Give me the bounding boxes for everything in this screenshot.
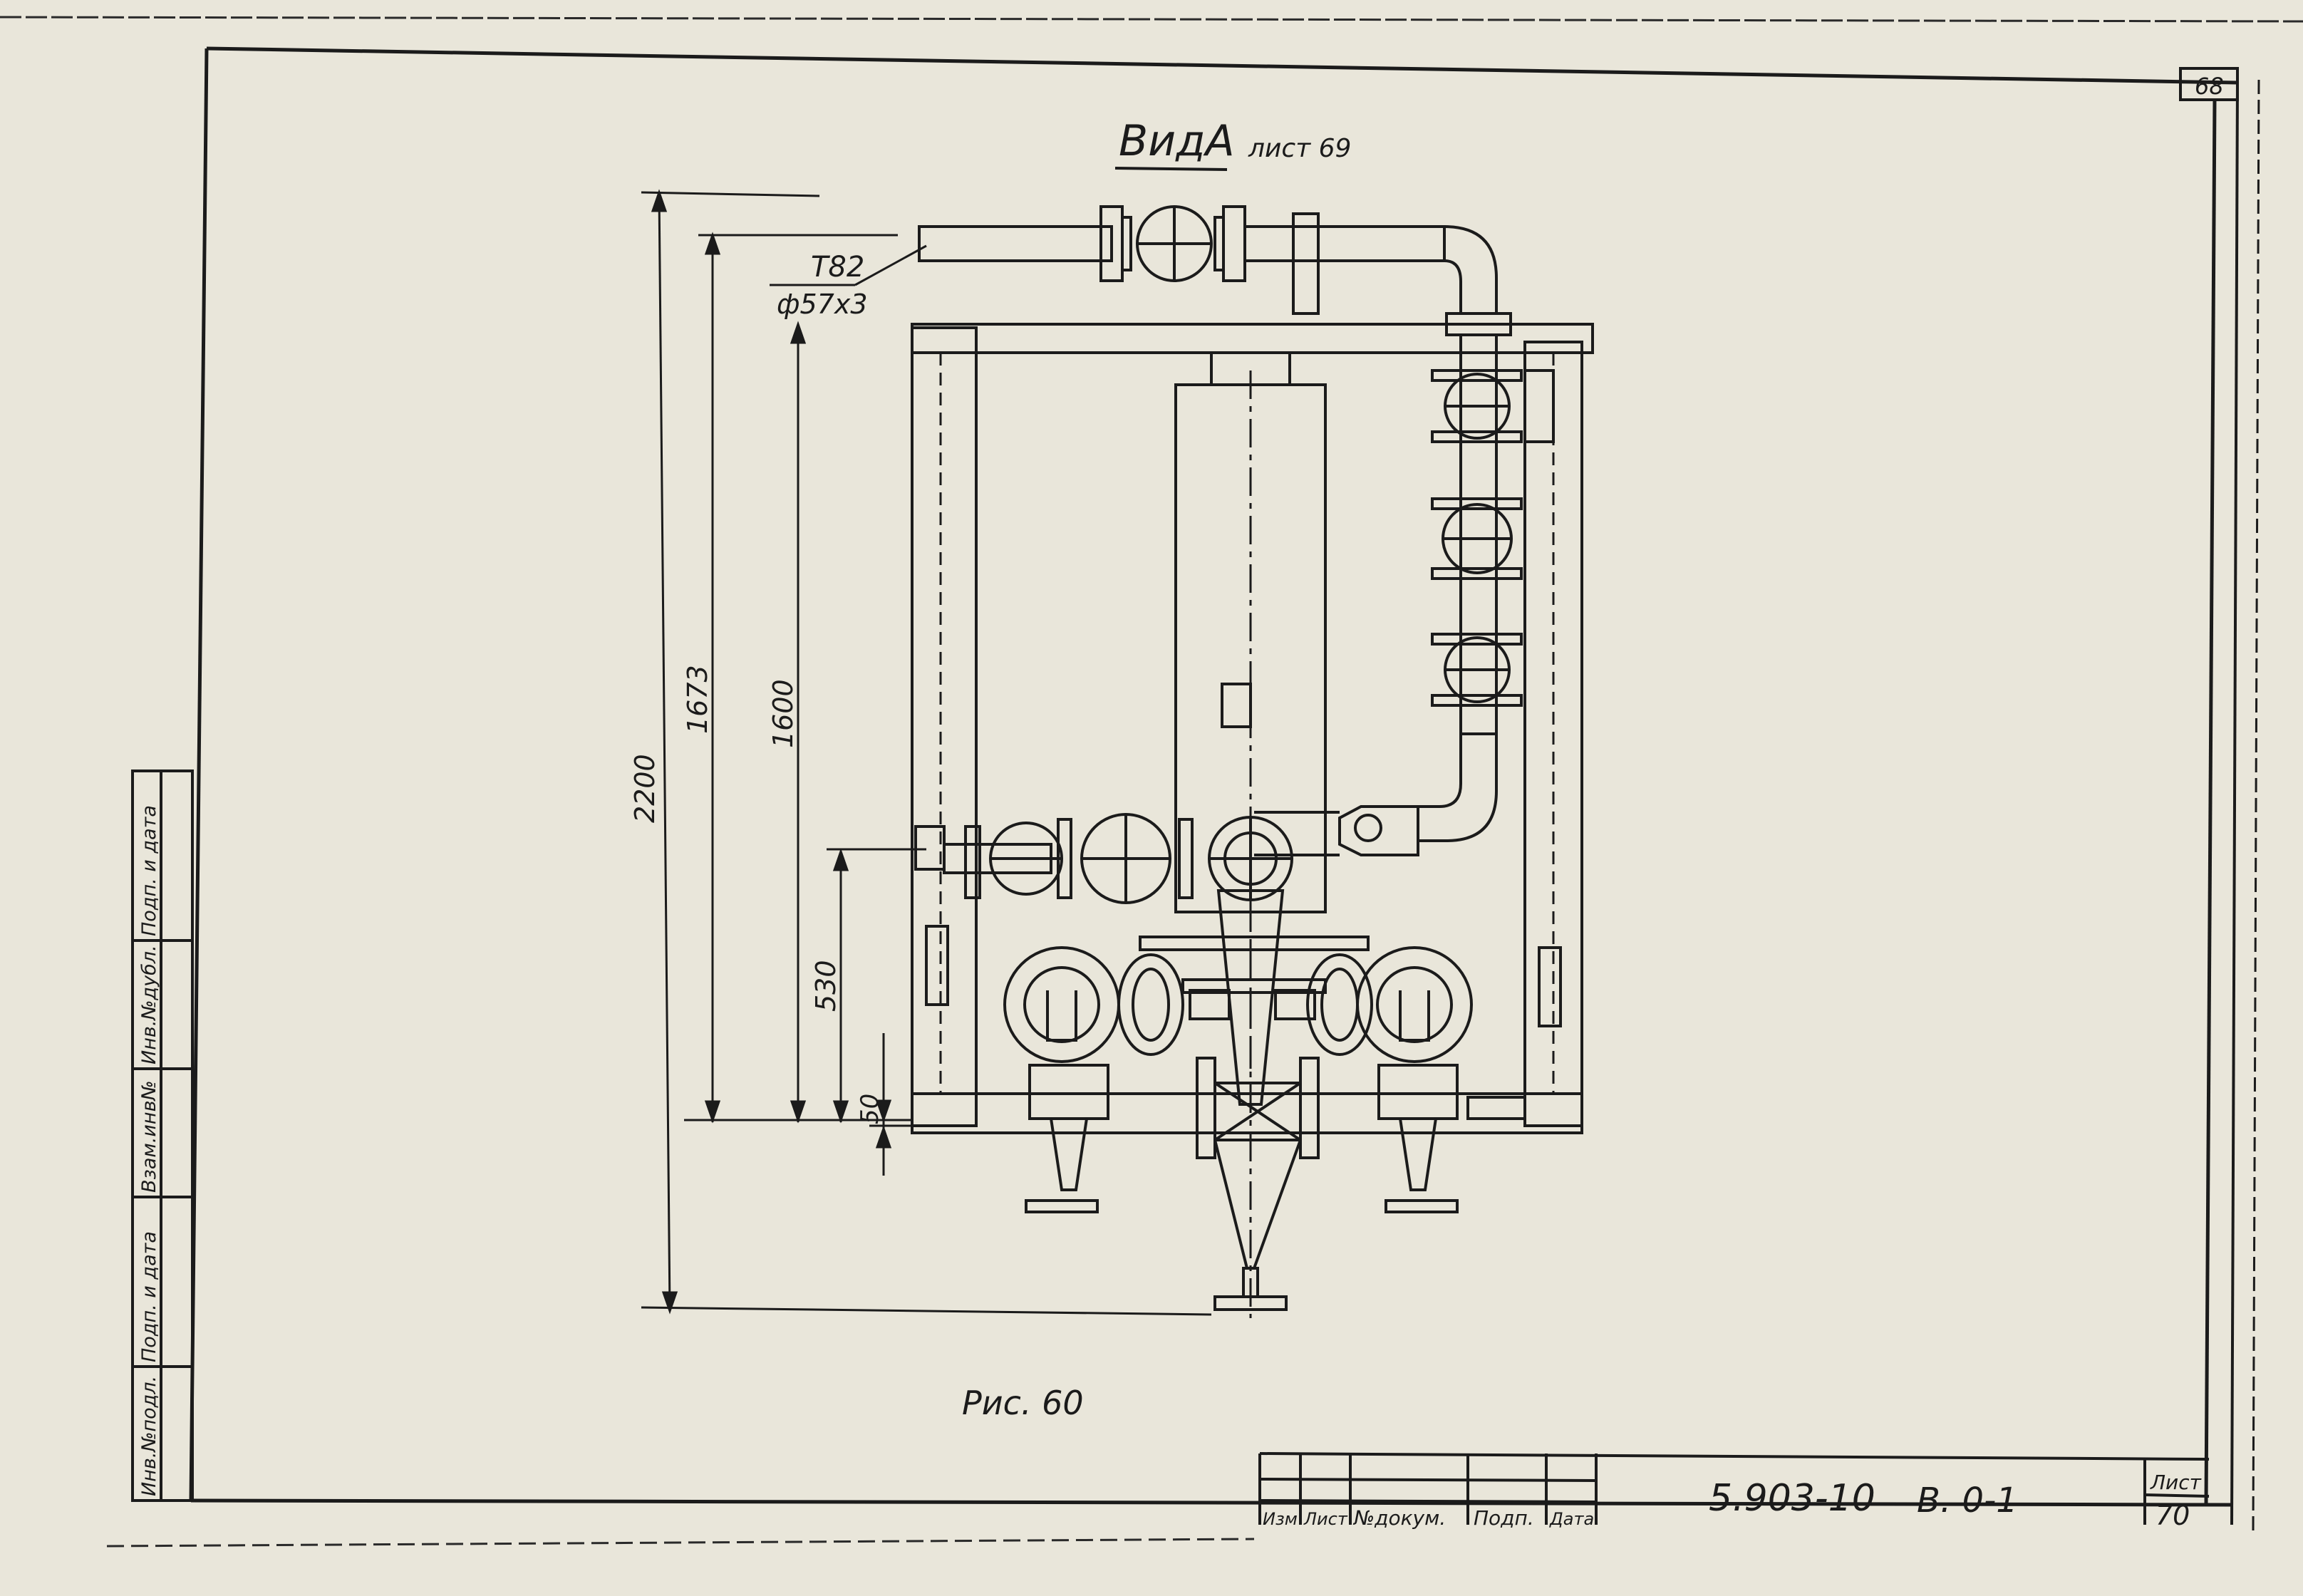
view-title-underline xyxy=(1114,167,1228,171)
dimension-530: 530 xyxy=(810,960,842,1012)
title-header-sheet: Лист xyxy=(1303,1509,1348,1529)
cyclone-cone xyxy=(1139,889,1370,1318)
dimension-lines xyxy=(641,189,1212,1316)
middle-valve-train xyxy=(914,813,1293,904)
copy-bottom-edge xyxy=(106,1538,1255,1548)
view-sheet-reference: лист 69 xyxy=(1248,134,1351,163)
corner-sheet-number: 68 xyxy=(2195,73,2224,100)
left-pump xyxy=(1003,946,1231,1213)
stamp-cell-inv-duplicate: Инв.№дубл. xyxy=(138,945,160,1064)
document-sheet-code: В. 0-1 xyxy=(1917,1481,2018,1520)
stamp-cell-sign-date-1: Подп. и дата xyxy=(138,1231,160,1362)
reducer-pipe xyxy=(1254,805,1419,856)
pipe-size: ф57х3 xyxy=(777,289,868,320)
view-title: ВидА xyxy=(1119,116,1235,166)
equipment-assembly xyxy=(911,205,1594,1318)
title-block xyxy=(1258,1452,2210,1525)
stamp-cell-inv-original: Инв.№подл. xyxy=(138,1376,160,1496)
right-valve-column xyxy=(1418,333,1555,842)
pipe-label: Т82 xyxy=(811,251,864,284)
title-header-signature: Подп. xyxy=(1474,1506,1534,1530)
stamp-cell-replaced-inv: Взам.инв№ xyxy=(138,1080,160,1193)
title-header-date: Дата xyxy=(1549,1509,1594,1529)
dimension-1673: 1673 xyxy=(682,665,713,734)
side-stamp xyxy=(131,770,194,1502)
figure-caption: Рис. 60 xyxy=(962,1384,1084,1422)
dimension-2200: 2200 xyxy=(629,754,661,823)
page-number: 70 xyxy=(2155,1500,2190,1531)
copy-top-edge xyxy=(0,16,2303,23)
bottom-diverter xyxy=(1196,1057,1320,1311)
right-pump xyxy=(1274,946,1473,1213)
title-header-change: Изм xyxy=(1263,1509,1298,1529)
title-header-document: №докум. xyxy=(1352,1506,1446,1530)
document-designation: 5.903-10 xyxy=(1709,1477,1875,1520)
dimension-50: 50 xyxy=(856,1094,884,1124)
support-frame xyxy=(911,323,1594,1134)
stamp-cell-sign-date-2: Подп. и дата xyxy=(138,805,160,936)
top-pipeline xyxy=(918,205,1512,336)
dimension-1600: 1600 xyxy=(767,679,799,748)
page-label: Лист xyxy=(2150,1471,2202,1494)
